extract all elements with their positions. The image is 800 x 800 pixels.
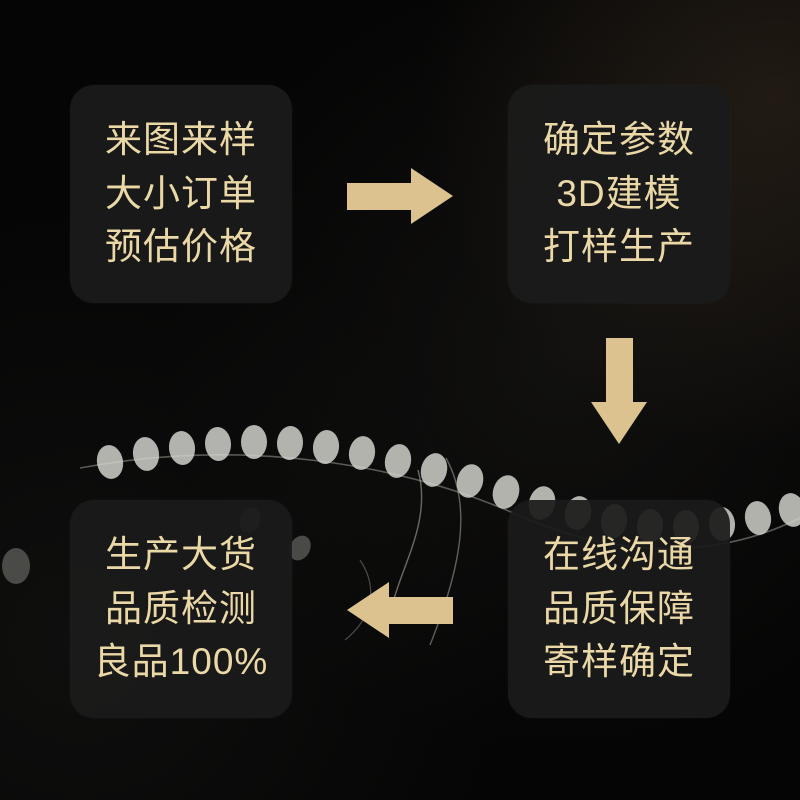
flow-step-box-3: 在线沟通 品质保障 寄样确定 <box>508 500 730 718</box>
flow-step-2-line-2: 3D建模 <box>556 172 682 214</box>
arrow-left-shaft <box>389 596 453 624</box>
flow-step-3-line-2: 品质保障 <box>543 587 695 629</box>
arrow-right-head <box>411 168 453 224</box>
flow-step-1-line-1: 来图来样 <box>105 118 257 160</box>
flow-step-2-line-3: 打样生产 <box>543 226 695 268</box>
flow-step-4-line-1: 生产大货 <box>105 533 257 575</box>
arrow-down-icon <box>591 338 647 450</box>
flow-step-1-line-3: 预估价格 <box>105 226 257 268</box>
arrow-right-icon <box>344 168 456 224</box>
flow-step-3-line-1: 在线沟通 <box>543 533 695 575</box>
flow-step-3-line-3: 寄样确定 <box>543 641 695 683</box>
flow-step-2-line-1: 确定参数 <box>543 118 695 160</box>
flow-step-box-1: 来图来样 大小订单 预估价格 <box>70 85 292 303</box>
flow-step-4-line-3: 良品100% <box>93 641 269 683</box>
flow-step-4-line-2: 品质检测 <box>105 587 257 629</box>
flow-step-box-4: 生产大货 品质检测 良品100% <box>70 500 292 718</box>
arrow-right-shaft <box>347 182 411 210</box>
arrow-left-icon <box>344 582 456 638</box>
arrow-down-head <box>591 402 647 444</box>
arrow-down-shaft <box>605 338 633 402</box>
flow-step-box-2: 确定参数 3D建模 打样生产 <box>508 85 730 303</box>
flow-step-1-line-2: 大小订单 <box>105 172 257 214</box>
arrow-left-head <box>347 582 389 638</box>
